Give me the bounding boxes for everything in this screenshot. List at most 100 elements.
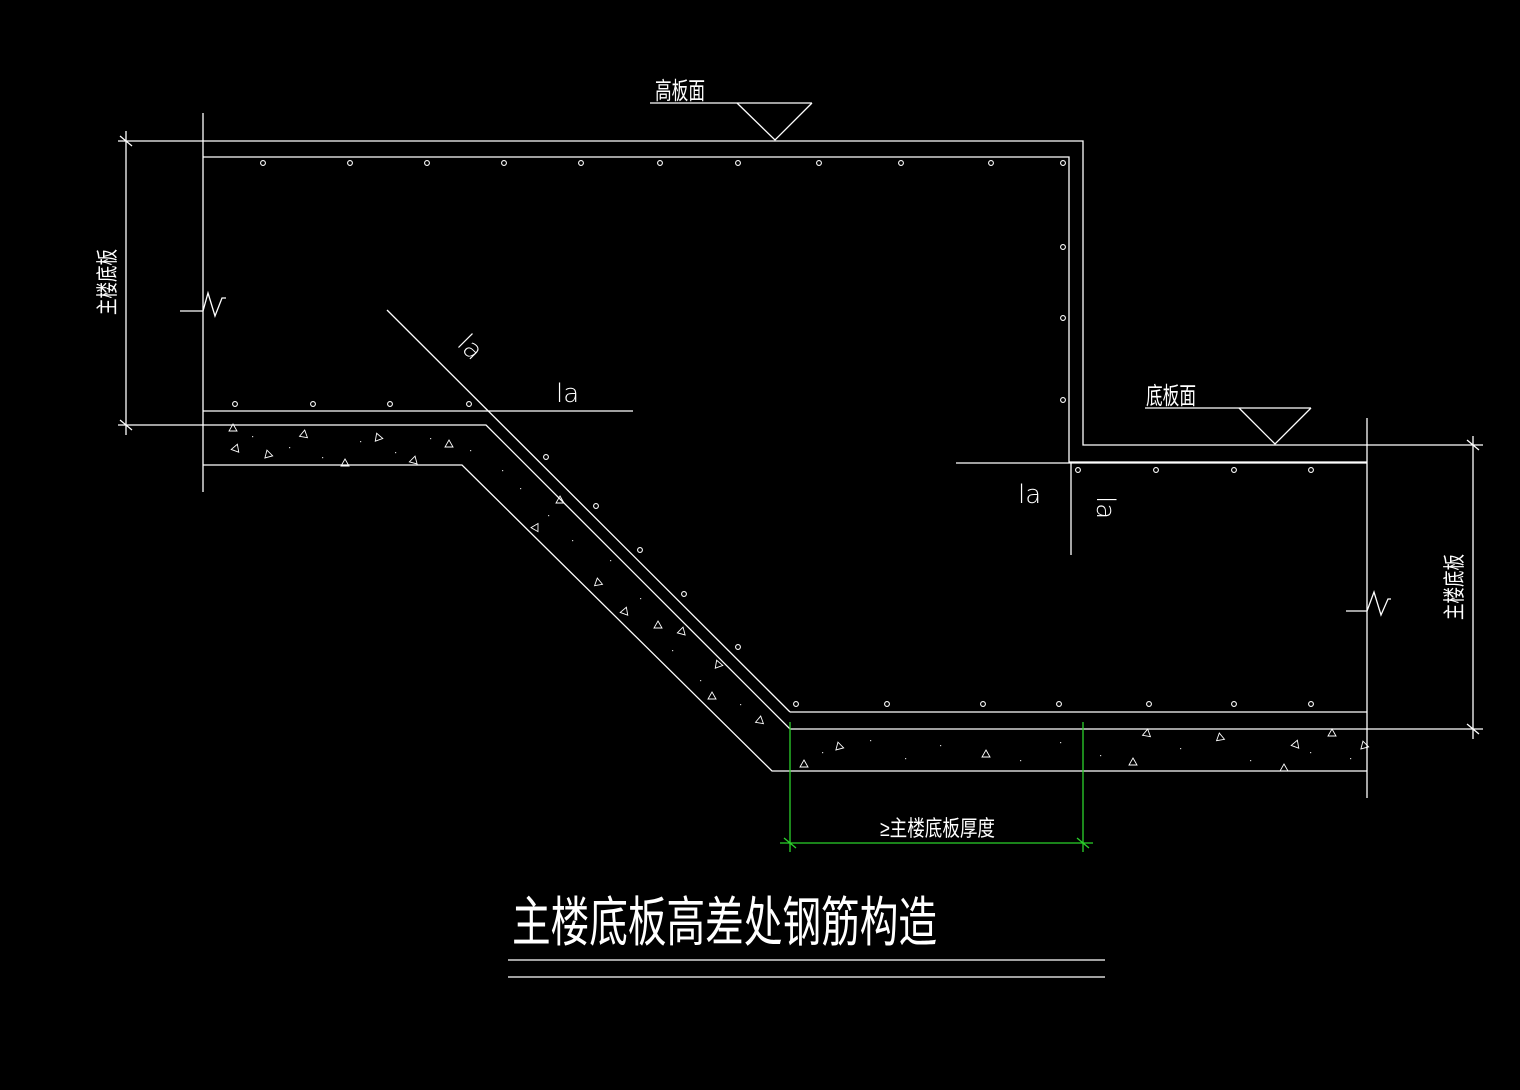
aggregate-mark — [228, 423, 238, 432]
rebar-dot — [1060, 397, 1066, 403]
aggregate-speck — [822, 752, 824, 754]
aggregate-mark — [1215, 732, 1226, 742]
top-surface-elevation-symbol — [650, 102, 813, 141]
aggregate-mark — [340, 458, 350, 467]
rebar-dot — [387, 401, 393, 407]
aggregate-mark — [298, 429, 309, 439]
aggregate-speck — [1100, 755, 1102, 757]
aggregate-speck — [502, 470, 504, 472]
aggregate-speck — [1250, 760, 1252, 762]
aggregate-speck — [430, 438, 432, 440]
rebar-dot — [260, 160, 266, 166]
min-thickness-label: ≥主楼底板厚度 — [880, 817, 995, 842]
drawing-title: 主楼底板高差处钢筋构造 — [512, 891, 937, 954]
rebar-dot — [898, 160, 904, 166]
rebar-dot — [1308, 467, 1314, 473]
rebar-dot — [988, 160, 994, 166]
left-dimension — [118, 131, 203, 435]
aggregate-mark — [707, 691, 717, 700]
rebar-dot — [1056, 701, 1062, 707]
rebar-dot — [1153, 467, 1159, 473]
right-dimension — [1367, 436, 1483, 739]
rebar-dot — [347, 160, 353, 166]
aggregate-speck — [470, 450, 472, 452]
rebar-dot — [1060, 244, 1066, 250]
left-slab-label: 主楼底板 — [96, 249, 121, 315]
aggregate-mark — [555, 495, 565, 504]
rebar-dot — [681, 591, 687, 597]
rebar-dot — [1308, 701, 1314, 707]
rebar-dot — [232, 401, 238, 407]
aggregate-speck — [395, 452, 397, 454]
aggregate-mark — [619, 606, 629, 616]
aggregate-mark — [408, 455, 418, 465]
aggregate-mark — [799, 759, 809, 768]
bottom-surface-label: 底板面 — [1146, 382, 1196, 410]
rebar-dot — [501, 160, 507, 166]
slab-outline — [202, 113, 1368, 798]
rebar-dot — [543, 454, 549, 460]
aggregate-mark — [981, 749, 991, 758]
aggregate-speck — [940, 745, 942, 747]
aggregate-mark — [1327, 728, 1337, 737]
aggregate-speck — [672, 650, 674, 652]
aggregate-speck — [740, 704, 742, 706]
rebar-dots — [232, 160, 1314, 707]
aggregate-speck — [520, 488, 522, 490]
aggregate-mark — [374, 432, 384, 442]
aggregate-mark — [593, 577, 604, 587]
rebar-dot — [1231, 701, 1237, 707]
aggregate-mark — [230, 443, 240, 453]
concrete-aggregate — [228, 423, 1370, 772]
right-slab-label: 主楼底板 — [1443, 554, 1468, 620]
rebar-dot — [735, 160, 741, 166]
aggregate-speck — [322, 457, 324, 459]
rebar-dot — [884, 701, 890, 707]
aggregate-speck — [870, 740, 872, 742]
rebar-dot — [310, 401, 316, 407]
rebar-dot — [637, 547, 643, 553]
title-underline — [508, 959, 1105, 978]
la-right-horizontal-label: la — [1018, 480, 1041, 510]
aggregate-mark — [754, 715, 765, 725]
aggregate-mark — [1141, 728, 1152, 738]
aggregate-speck — [1020, 760, 1022, 762]
la-left-label: la — [556, 379, 579, 409]
green-thickness-dimension — [780, 722, 1093, 852]
aggregate-speck — [905, 758, 907, 760]
aggregate-speck — [1060, 742, 1062, 744]
aggregate-mark — [676, 626, 686, 636]
rebar-dot — [816, 160, 822, 166]
aggregate-mark — [1360, 740, 1370, 750]
rebar-dot — [1060, 315, 1066, 321]
aggregate-speck — [610, 560, 612, 562]
la-right-vertical-label: la — [1090, 496, 1120, 519]
aggregate-mark — [835, 741, 845, 751]
bottom-surface-elevation-symbol — [1145, 407, 1312, 445]
aggregate-speck — [360, 441, 362, 443]
aggregate-mark — [1279, 763, 1289, 772]
la-diagonal-label: la — [451, 329, 489, 367]
aggregate-mark — [1290, 739, 1300, 749]
aggregate-speck — [572, 540, 574, 542]
aggregate-speck — [640, 598, 642, 600]
aggregate-speck — [289, 447, 291, 449]
rebar-dot — [793, 701, 799, 707]
aggregate-mark — [653, 620, 663, 629]
aggregate-mark — [444, 439, 454, 448]
break-marks — [180, 290, 1391, 617]
rebar-dot — [466, 401, 472, 407]
aggregate-mark — [264, 449, 274, 459]
aggregate-speck — [700, 680, 702, 682]
rebar-dot — [593, 503, 599, 509]
aggregate-mark — [530, 522, 539, 533]
rebar-dot — [578, 160, 584, 166]
aggregate-speck — [1180, 748, 1182, 750]
aggregate-speck — [252, 436, 254, 438]
rebar-dot — [1060, 160, 1066, 166]
rebar-dot — [657, 160, 663, 166]
aggregate-mark — [1128, 757, 1138, 766]
rebar-dot — [1231, 467, 1237, 473]
rebar-dot — [980, 701, 986, 707]
